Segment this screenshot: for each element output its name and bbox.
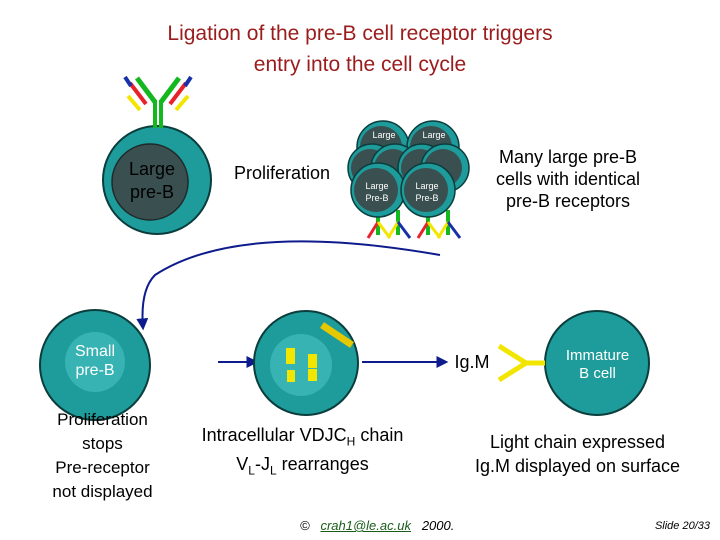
title-line-2: entry into the cell cycle (253, 53, 467, 76)
small-preb-label: Small pre-B (60, 342, 130, 380)
vdj-rearranges: rearranges (276, 453, 369, 474)
stops-line2: stops (82, 434, 123, 453)
slide-title: Ligation of the pre-B cell receptor trig… (0, 18, 720, 80)
stops-line1: Proliferation (57, 410, 148, 429)
author-email-link[interactable]: crah1@le.ac.uk (320, 518, 411, 533)
vdj-line1-text: Intracellular VDJC (201, 425, 347, 445)
title-line-1: Ligation of the pre-B cell receptor trig… (167, 22, 553, 45)
many-cells-label: Many large pre-B cells with identical pr… (478, 146, 658, 212)
light-chain-bar (320, 322, 354, 348)
vdj-line1-end: chain (355, 425, 404, 445)
cluster-right-line1: Large (415, 181, 439, 191)
light-chain-label: Light chain expressed Ig.M displayed on … (460, 430, 695, 478)
igm-receptor-icon (497, 343, 545, 383)
footer-year: 2000. (421, 518, 455, 533)
immature-b-line2: B cell (579, 365, 616, 382)
cluster-right-line2: Pre-B (415, 193, 439, 203)
pre-b-receptor-icon (123, 75, 193, 128)
light-chain-line1: Light chain expressed (489, 432, 666, 452)
many-cells-line2: cells with identical (495, 169, 641, 189)
vdj-sub-l2: L (269, 463, 277, 478)
footer-credit: © crah1@le.ac.uk 2000. (300, 518, 454, 533)
vdj-sub-l1: L (248, 463, 255, 478)
vdj-label: Intracellular VDJCH chain VL-JL rearrang… (175, 424, 430, 481)
cluster-right-label: Large Pre-B (408, 180, 446, 204)
cluster-left-label: Large Pre-B (358, 180, 396, 204)
curved-arrow (136, 240, 441, 331)
proliferating-cells-cluster (347, 120, 470, 239)
vdj-line1: Intracellular VDJCH chain (175, 424, 430, 453)
small-preb-line2: pre-B (75, 362, 115, 379)
igm-label: Ig.M (454, 352, 490, 372)
stops-line4: not displayed (52, 482, 153, 501)
many-cells-line3: pre-B receptors (505, 191, 631, 211)
large-preb-label-line2: pre-B (129, 182, 174, 202)
copyright-symbol: © (300, 518, 310, 533)
vdj-v: V (236, 453, 249, 474)
vdj-line2: VL-JL rearranges (175, 453, 430, 482)
cluster-top-right-label: Large (415, 130, 453, 141)
immature-b-line1: Immature (565, 347, 630, 364)
vdj-sub-h: H (346, 434, 356, 449)
cluster-left-line2: Pre-B (365, 193, 389, 203)
large-preb-label-line1: Large (128, 159, 176, 179)
small-preb-line1: Small (74, 343, 115, 360)
cluster-top-right-line1: Large (422, 130, 446, 140)
immature-b-label: Immature B cell (550, 347, 645, 383)
many-cells-line1: Many large pre-B (498, 147, 638, 167)
rearranging-cell (253, 310, 359, 416)
immature-b-cell (497, 310, 650, 416)
proliferation-stops-label: Proliferation stops Pre-receptor not dis… (30, 408, 175, 504)
cluster-top-left-label: Large (365, 130, 403, 141)
large-preb-cell (102, 75, 212, 235)
light-chain-line2: Ig.M displayed on surface (474, 456, 681, 476)
large-preb-label: Large pre-B (107, 158, 197, 204)
stops-line3: Pre-receptor (55, 458, 150, 477)
vdj-j: -J (254, 453, 270, 474)
cluster-top-left-line1: Large (372, 130, 396, 140)
small-preb-cell (39, 309, 151, 421)
proliferation-label: Proliferation (233, 163, 331, 183)
slide-number: Slide 20/33 (654, 520, 710, 532)
cluster-left-line1: Large (365, 181, 389, 191)
